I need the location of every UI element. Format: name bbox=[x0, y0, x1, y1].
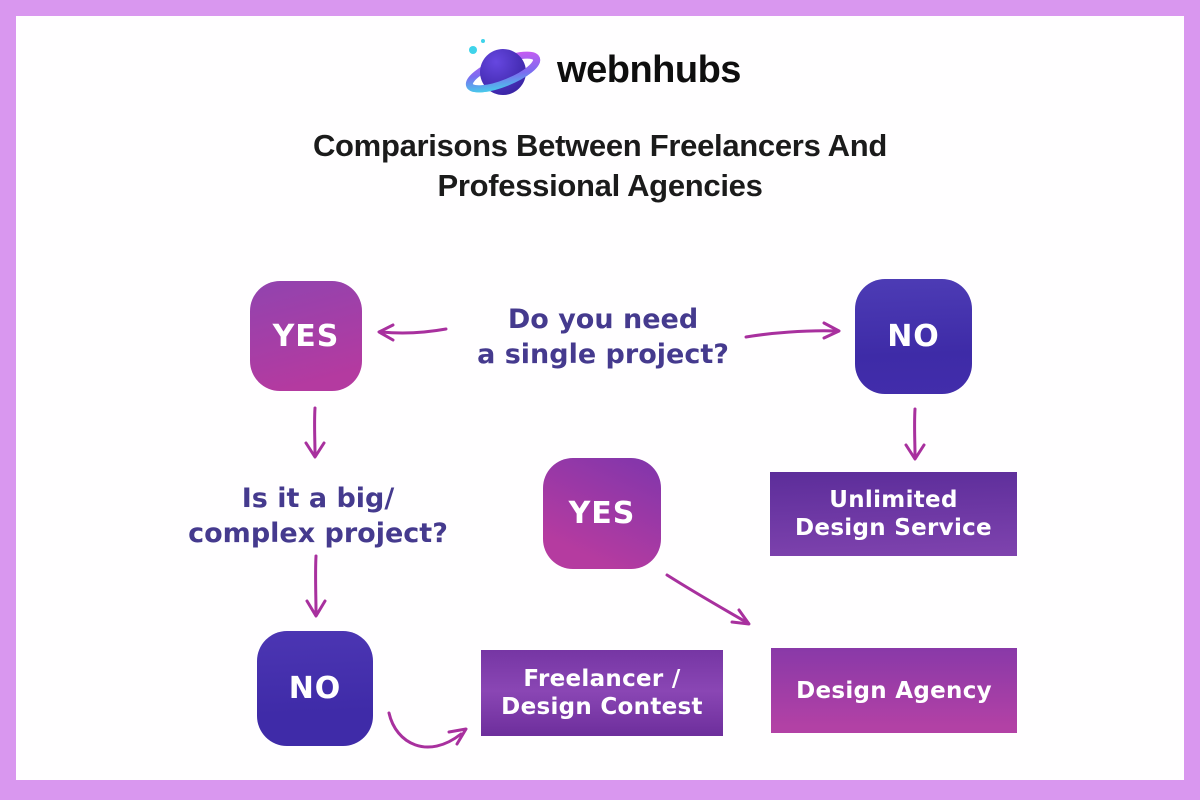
node-yes-mid-label: YES bbox=[568, 496, 636, 531]
node-no-top: NO bbox=[855, 279, 972, 394]
outcome-unlimited-line2: Design Service bbox=[795, 515, 992, 541]
brand-logo: webnhubs bbox=[0, 34, 1200, 106]
node-yes-top: YES bbox=[250, 281, 362, 391]
page-title: Comparisons Between Freelancers And Prof… bbox=[0, 126, 1200, 206]
question-single-project: Do you need a single project? bbox=[418, 302, 788, 372]
sparkle-dot-icon bbox=[481, 39, 486, 43]
node-yes-mid: YES bbox=[543, 458, 661, 569]
node-no-bottom-label: NO bbox=[288, 671, 342, 706]
page-title-line2: Professional Agencies bbox=[437, 168, 763, 203]
planet-sphere bbox=[480, 49, 527, 95]
planet-icon bbox=[465, 39, 541, 95]
brand-name: webnhubs bbox=[557, 48, 741, 91]
outcome-freelancer-line1: Freelancer / bbox=[523, 666, 681, 692]
sparkle-dot-icon bbox=[469, 46, 478, 54]
outcome-freelancer-design-contest: Freelancer / Design Contest bbox=[481, 650, 723, 736]
node-yes-top-label: YES bbox=[272, 318, 340, 354]
question-single-project-line2: a single project? bbox=[477, 339, 729, 370]
outcome-design-agency: Design Agency bbox=[771, 648, 1017, 733]
outcome-unlimited-line1: Unlimited bbox=[829, 487, 958, 513]
question-big-complex: Is it a big/ complex project? bbox=[128, 481, 508, 551]
outcome-design-agency-label: Design Agency bbox=[796, 677, 992, 704]
page-title-line1: Comparisons Between Freelancers And bbox=[312, 128, 888, 163]
outcome-unlimited-design-service: Unlimited Design Service bbox=[770, 472, 1017, 556]
outcome-freelancer-line2: Design Contest bbox=[501, 694, 703, 720]
node-no-top-label: NO bbox=[887, 319, 940, 354]
question-big-complex-line2: complex project? bbox=[188, 518, 448, 549]
question-big-complex-line1: Is it a big/ bbox=[241, 483, 395, 514]
question-single-project-line1: Do you need bbox=[507, 304, 699, 335]
node-no-bottom: NO bbox=[257, 631, 373, 746]
